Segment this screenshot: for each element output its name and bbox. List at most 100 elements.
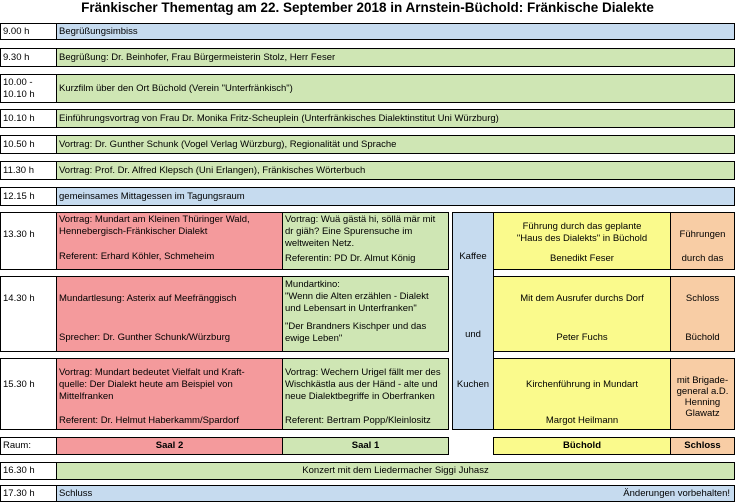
session-speaker: Benedikt Feser	[550, 253, 614, 264]
coffee-break: Kaffee und Kuchen	[452, 212, 494, 430]
time-cell: 16.30 h	[0, 462, 57, 480]
time-label: 15.30 h	[3, 379, 35, 390]
event-text: Begrüßung: Dr. Beinhofer, Frau Bürgermei…	[59, 52, 336, 63]
session-title: Führungen	[679, 229, 726, 240]
session-saal1-1530: Vortrag: Wechern Urigel fällt mer des Wi…	[282, 358, 449, 430]
time-label: 9.30 h	[3, 52, 30, 63]
schedule-row: Einführungsvortrag von Frau Dr. Monika F…	[56, 109, 735, 128]
coffee-label: Kuchen	[456, 379, 490, 390]
page-title: Fränkischer Thementag am 22. September 2…	[81, 0, 654, 15]
time-cell: 11.30 h	[0, 161, 57, 180]
event-text: Begrüßungsimbiss	[59, 26, 138, 37]
session-title: Mundartlesung: Asterix auf Meefränggisch	[59, 293, 237, 304]
session-schloss-1330: Führungen durch das	[670, 212, 735, 270]
time-label: 10.00 -	[3, 77, 33, 88]
session-speaker: Referent: Dr. Helmut Haberkamm/Spardorf	[59, 415, 240, 426]
session-title: Vortrag: Wuä gästä hi, söllä mär mit	[285, 214, 436, 225]
session-title: Vortrag: Mundart bedeutet Vielfalt und K…	[59, 367, 245, 378]
session-speaker: Sprecher: Dr. Gunther Schunk/Würzburg	[59, 332, 231, 343]
session-speaker: Margot Heilmann	[545, 415, 619, 426]
event-text: Einführungsvortrag von Frau Dr. Monika F…	[59, 113, 499, 124]
time-cell: 15.30 h	[0, 358, 57, 430]
time-cell: 9.00 h	[0, 23, 57, 40]
session-title: neue Dialektbegriffe in Oberfranken	[285, 391, 435, 402]
session-title: Schloss	[685, 293, 720, 304]
session-title: Vortrag: Wechern Urigel fällt mer des	[285, 367, 441, 378]
room-label-cell: Raum:	[0, 437, 57, 455]
session-title: ewige Leben"	[285, 333, 343, 344]
event-text: gemeinsames Mittagessen im Tagungsraum	[59, 191, 245, 202]
time-cell: 13.30 h	[0, 212, 57, 270]
session-speaker: Referent: Bertram Popp/Kleinlositz	[285, 415, 431, 426]
event-text: Konzert mit dem Liedermacher Siggi Juhas…	[302, 465, 489, 476]
session-saal2-1430: Mundartlesung: Asterix auf Meefränggisch…	[56, 276, 283, 352]
room-name: Saal 2	[155, 440, 184, 451]
session-speaker: Referent: Erhard Köhler, Schmeheim	[59, 251, 215, 262]
room-saal1: Saal 1	[282, 437, 449, 455]
session-saal2-1530: Vortrag: Mundart bedeutet Vielfalt und K…	[56, 358, 283, 430]
session-title: Mit dem Ausrufer durchs Dorf	[520, 293, 644, 304]
room-name: Schloss	[684, 440, 721, 451]
session-title: Wischkästla aus der Händ - alte und	[285, 379, 438, 390]
schedule-row: Begrüßungsimbiss	[56, 23, 735, 40]
event-text: Vortrag: Prof. Dr. Alfred Klepsch (Uni E…	[59, 165, 366, 176]
room-saal2: Saal 2	[56, 437, 283, 455]
session-saal1-1330: Vortrag: Wuä gästä hi, söllä mär mit dr …	[282, 212, 449, 270]
event-text: Vortrag: Dr. Gunther Schunk (Vogel Verla…	[59, 139, 397, 150]
session-buechold-1530: Kirchenführung in Mundart Margot Heilman…	[493, 358, 671, 430]
session-title: Führung durch das geplante	[522, 221, 642, 232]
session-title: general a.D.	[676, 386, 729, 397]
room-schloss: Schloss	[670, 437, 735, 455]
time-cell: 17.30 h	[0, 485, 57, 502]
session-title: durch das	[681, 253, 724, 264]
schedule-row: Begrüßung: Dr. Beinhofer, Frau Bürgermei…	[56, 48, 735, 67]
schedule-row: gemeinsames Mittagessen im Tagungsraum	[56, 187, 735, 206]
time-cell: 14.30 h	[0, 276, 57, 352]
time-label: 17.30 h	[3, 488, 35, 499]
time-cell: 9.30 h	[0, 48, 57, 67]
time-label: 13.30 h	[3, 229, 35, 240]
session-title: mit Brigade-	[676, 375, 729, 386]
session-title: Mundartkino:	[285, 279, 340, 290]
schedule-row: Vortrag: Dr. Gunther Schunk (Vogel Verla…	[56, 135, 735, 154]
event-text: Kurzfilm über den Ort Büchold (Verein "U…	[59, 83, 293, 94]
session-title: "Haus des Dialekts" in Büchold	[516, 233, 648, 244]
schedule-row: Konzert mit dem Liedermacher Siggi Juhas…	[56, 462, 735, 480]
session-title: und Lebensart in Unterfranken"	[285, 303, 417, 314]
session-title: quelle: Der Dialekt heute am Beispiel vo…	[59, 379, 233, 390]
session-speaker: Peter Fuchs	[556, 332, 608, 343]
session-title: dr giäh? Eine Spurensuche im	[285, 226, 413, 237]
room-buechold: Büchold	[493, 437, 671, 455]
schedule-row: Kurzfilm über den Ort Büchold (Verein "U…	[56, 74, 735, 103]
event-text: Schluss	[59, 488, 93, 499]
room-name: Büchold	[563, 440, 601, 451]
room-label: Raum:	[3, 440, 31, 451]
session-title: weltweiten Netz.	[285, 238, 355, 249]
disclaimer-note: Änderungen vorbehalten!	[623, 488, 730, 499]
time-cell: 10.10 h	[0, 109, 57, 128]
schedule-row: Schluss Änderungen vorbehalten!	[56, 485, 735, 502]
session-title: Glawatz	[685, 408, 720, 419]
time-cell: 10.00 - 10.10 h	[0, 74, 57, 103]
session-title: Vortrag: Mundart am Kleinen Thüringer Wa…	[59, 214, 250, 225]
session-title: "Wenn die Alten erzählen - Dialekt	[285, 291, 429, 302]
time-label: 10.50 h	[3, 139, 35, 150]
time-label: 9.00 h	[3, 26, 30, 37]
session-title: Henning	[684, 397, 721, 408]
session-title: Hennebergisch-Fränkischer Dialekt	[59, 226, 208, 237]
session-title: Kirchenführung in Mundart	[526, 379, 638, 390]
time-cell: 10.50 h	[0, 135, 57, 154]
session-title: "Der Brandners Kischper und das	[285, 321, 427, 332]
time-label: 10.10 h	[3, 89, 35, 100]
time-label: 14.30 h	[3, 293, 35, 304]
time-label: 12.15 h	[3, 191, 35, 202]
time-label: 11.30 h	[3, 165, 34, 176]
session-saal1-1430: Mundartkino: "Wenn die Alten erzählen - …	[282, 276, 449, 352]
session-buechold-1330: Führung durch das geplante "Haus des Dia…	[493, 212, 671, 270]
session-title: Mittelfranken	[59, 391, 114, 402]
session-schloss-1530: mit Brigade- general a.D. Henning Glawat…	[670, 358, 735, 430]
time-label: 10.10 h	[3, 113, 35, 124]
schedule-row: Vortrag: Prof. Dr. Alfred Klepsch (Uni E…	[56, 161, 735, 180]
session-speaker: Referentin: PD Dr. Almut König	[285, 253, 416, 264]
session-saal2-1330: Vortrag: Mundart am Kleinen Thüringer Wa…	[56, 212, 283, 270]
